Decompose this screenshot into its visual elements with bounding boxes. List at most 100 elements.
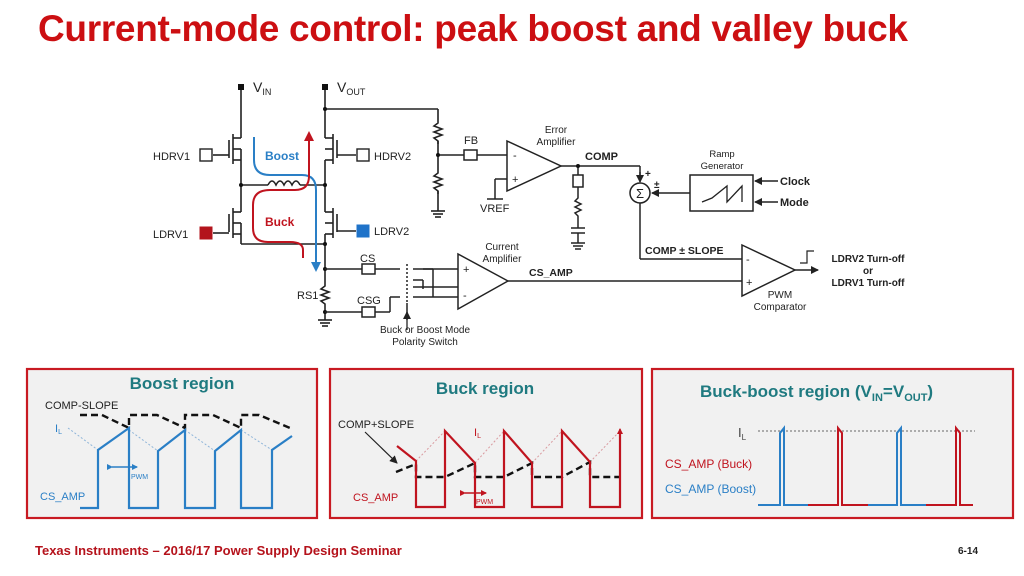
ldrv1-pin [199, 226, 213, 240]
cs-pin [361, 263, 376, 275]
vin-label: VIN [253, 79, 271, 97]
pwm-plus: + [746, 277, 752, 289]
buck-cs-amp-trace [396, 428, 622, 509]
page-number: 6-14 [958, 546, 979, 557]
current-amplifier [457, 252, 510, 311]
ramp-generator [689, 174, 754, 212]
vout-terminal [322, 84, 328, 90]
ramp-generator-label-1: Ramp [709, 149, 734, 160]
cs-amp-signal-label: CS_AMP [529, 267, 573, 279]
error-amp-minus: - [513, 150, 517, 162]
boost-path-label: Boost [265, 149, 299, 163]
sum-pm: ± [654, 180, 660, 191]
buckboost-boost-trace-1 [758, 425, 808, 506]
buck-current-path [252, 131, 314, 258]
junction-dots [239, 107, 440, 314]
footer-text: Texas Instruments – 2016/17 Power Supply… [35, 543, 402, 558]
buck-comp-slope-pointer [364, 431, 398, 464]
output-label-1: LDRV2 Turn-off [832, 254, 906, 265]
buckboost-panel-title: Buck-boost region (VIN=VOUT) [700, 382, 933, 404]
pwm-comparator-label-1: PWM [768, 290, 792, 301]
buckboost-buck-trace-1 [808, 425, 868, 506]
error-amp-plus: + [512, 174, 518, 186]
boost-region-panel: Boost region COMP-SLOPE IL CS_AMP PWM [25, 367, 319, 520]
vout-label: VOUT [337, 79, 366, 97]
boost-comp-slope-label: COMP-SLOPE [45, 400, 118, 412]
buck-panel-title: Buck region [436, 379, 534, 398]
ldrv1-label: LDRV1 [153, 229, 188, 241]
boost-il-trace [67, 427, 273, 452]
mosfet-ls1 [228, 208, 242, 244]
hdrv1-label: HDRV1 [153, 151, 190, 163]
cs-label: CS [360, 253, 375, 265]
buck-comp-slope-label: COMP+SLOPE [338, 419, 414, 431]
buck-il-label: IL [474, 427, 481, 440]
error-amp-label-2: Amplifier [537, 137, 577, 148]
comp-label: COMP [585, 151, 618, 163]
fb-label: FB [464, 135, 478, 147]
ldrv2-label: LDRV2 [374, 226, 409, 238]
mosfet-hs2 [325, 134, 338, 164]
boost-cs-amp-trace [80, 425, 293, 510]
hdrv2-pin [356, 148, 370, 162]
resistor-rs1 [318, 283, 332, 307]
sum-symbol: Σ [636, 186, 644, 201]
pwm-comparator [741, 243, 797, 298]
mosfet-ls2 [325, 208, 338, 238]
buckboost-boost-trace-2 [868, 425, 926, 506]
clock-label: Clock [780, 176, 811, 188]
ldrv2-pin [356, 224, 370, 238]
current-amp-minus: - [463, 290, 467, 302]
sum-plus: + [645, 169, 651, 180]
current-amp-label-2: Amplifier [483, 254, 523, 265]
vref-label: VREF [480, 203, 510, 215]
power-stage [213, 84, 464, 327]
polarity-switch-label-2: Polarity Switch [392, 337, 458, 348]
pwm-comparator-label-2: Comparator [754, 302, 807, 313]
boost-comp-slope-trace [80, 413, 291, 430]
buck-cs-amp-label: CS_AMP [353, 492, 398, 504]
hdrv1-pin [199, 148, 213, 162]
mosfet-hs1 [228, 134, 242, 180]
resistor-top [431, 120, 445, 144]
inductor [267, 180, 301, 187]
pwm-minus: - [746, 254, 750, 266]
buck-region-panel: Buck region COMP+SLOPE IL CS_AMP PWM [328, 367, 644, 520]
buckboost-cs-boost-label: CS_AMP (Boost) [665, 482, 756, 496]
polarity-switch-label-1: Buck or Boost Mode [380, 325, 470, 336]
vin-terminal [238, 84, 244, 90]
boost-panel-title: Boost region [130, 374, 235, 393]
current-amp-label-1: Current [485, 242, 519, 253]
resistor-bottom [431, 170, 445, 194]
boost-cs-amp-label: CS_AMP [40, 491, 85, 503]
buck-pwm-label: PWM [476, 499, 493, 506]
buckboost-region-panel: Buck-boost region (VIN=VOUT) IL CS_AMP (… [650, 367, 1015, 520]
ramp-generator-label-2: Generator [701, 161, 744, 172]
buck-il-trace [415, 430, 621, 464]
buckboost-il-label: IL [738, 425, 747, 442]
rising-edge-icon [800, 250, 814, 264]
buckboost-buck-trace-2 [926, 425, 973, 506]
csg-label: CSG [357, 295, 381, 307]
mode-label: Mode [780, 197, 809, 209]
boost-pwm-label: PWM [131, 474, 148, 481]
rs1-label: RS1 [297, 290, 318, 302]
hdrv2-label: HDRV2 [374, 151, 411, 163]
slide-title: Current-mode control: peak boost and val… [38, 8, 908, 49]
boost-il-label: IL [55, 423, 62, 436]
error-amp-label-1: Error [545, 125, 568, 136]
comp-slope-label: COMP ± SLOPE [645, 245, 724, 257]
current-sense [325, 252, 742, 320]
output-label-2: or [863, 266, 873, 277]
current-amp-plus: + [463, 264, 469, 276]
buck-path-label: Buck [265, 215, 295, 229]
output-label-3: LDRV1 Turn-off [832, 278, 906, 289]
error-amplifier [506, 139, 563, 193]
csg-pin [361, 306, 376, 318]
sawtooth-icon [701, 184, 743, 204]
boost-current-path [253, 137, 321, 272]
comp-resistor [573, 196, 583, 218]
buckboost-cs-buck-label: CS_AMP (Buck) [665, 457, 752, 471]
fb-pin [463, 149, 478, 161]
